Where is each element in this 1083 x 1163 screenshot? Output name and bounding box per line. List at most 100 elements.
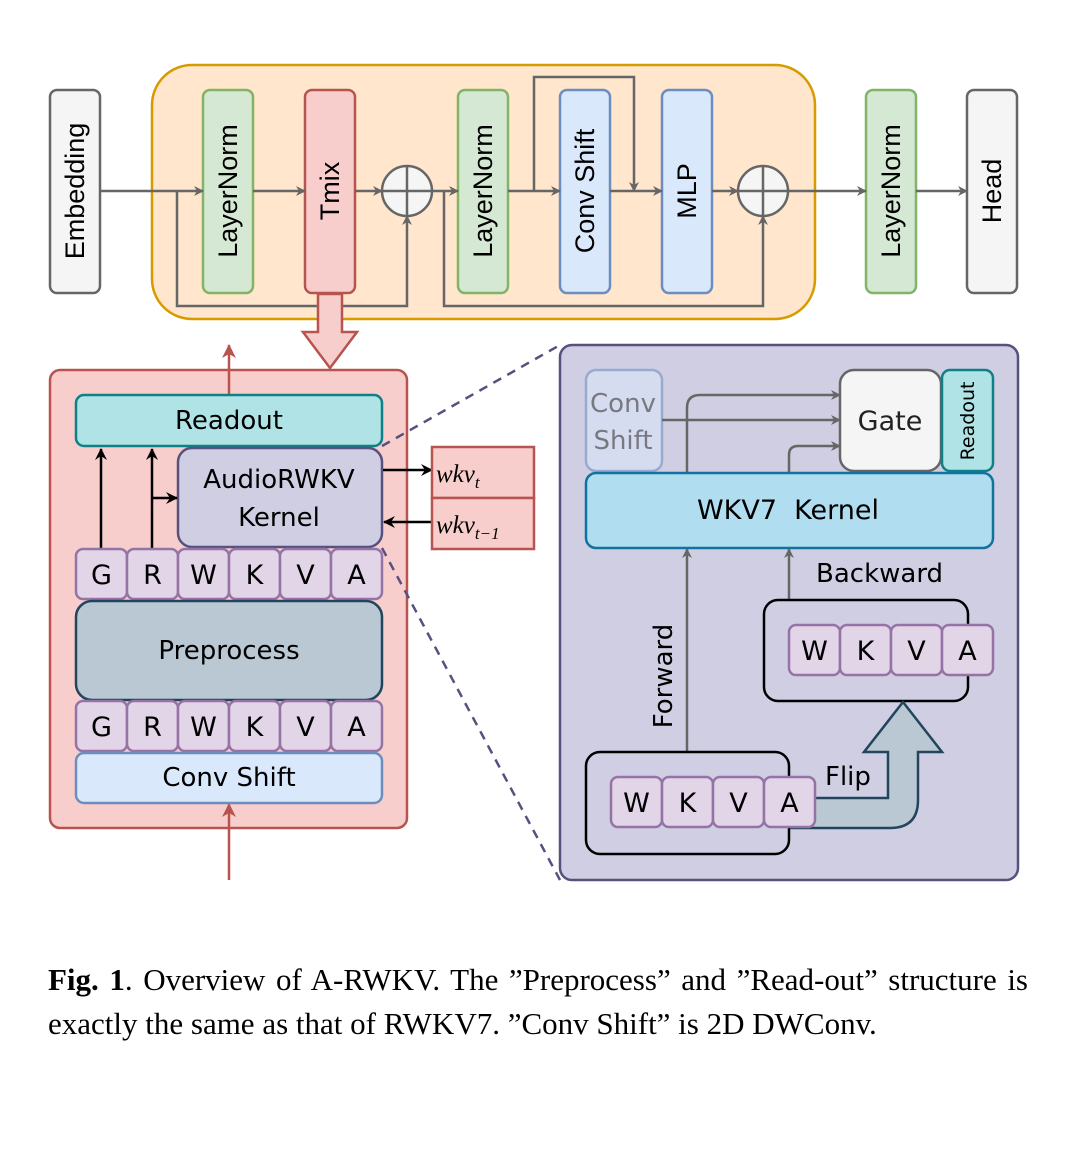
state-in-subscript: t−1 [475,524,500,543]
conv-shift-label: Conv Shift [570,128,600,253]
token-label: K [246,560,265,591]
state-out-label: wkv [436,461,476,488]
state-in-box: wkvt−1 [430,496,536,551]
svg-text:wkvt−1: wkvt−1 [436,512,500,543]
token-label: V [296,712,315,743]
layernorm-1-label: LayerNorm [213,124,243,258]
gate-label: Gate [858,406,923,437]
left-conv-shift-label: Conv Shift [162,763,295,793]
svg-text:wkvt: wkvt [436,461,481,492]
direction-connectors [682,548,794,752]
flip-arrow-icon [788,699,945,830]
conv-shift-box: Conv Shift [558,88,612,295]
token-a: A [329,547,384,601]
token-label: W [801,636,828,667]
backward-label: Backward [816,559,943,589]
figure-caption: Fig. 1. Overview of A-RWKV. The ”Preproc… [48,958,1028,1046]
token-w: W [176,547,231,601]
state-in-label: wkv [436,512,476,539]
right-conv-shift-box: Conv Shift [584,368,664,473]
tmix-box: Tmix [303,88,357,295]
kernel-label-line1: AudioRWKV [203,465,355,495]
flip-label: Flip [825,762,871,792]
token-label: V [296,560,315,591]
gate-box: Gate [838,368,943,473]
token-label: G [91,712,112,743]
left-black-connectors [95,448,433,548]
token-label: A [958,636,977,667]
head-box: Head [965,88,1019,295]
readout-box: Readout [74,393,384,448]
right-readout-label: Readout [957,382,979,461]
caption-text: . Overview of A-RWKV. The ”Preprocess” a… [48,962,1028,1041]
preprocess-box: Preprocess [74,599,384,702]
token-label: W [623,788,650,819]
expand-arrow-icon [300,292,360,371]
top-connectors [100,75,968,308]
layernorm-out-box: LayerNorm [864,88,918,295]
state-out-subscript: t [475,473,481,492]
audiorwkv-kernel-box: AudioRWKV Kernel [176,446,384,549]
token-label: A [347,712,366,743]
residual-add-1-icon [380,164,434,218]
preprocess-label: Preprocess [158,636,299,666]
state-out-box: wkvt [430,445,536,500]
right-conv-label-line1: Conv [590,389,656,419]
token-r: R [125,547,180,601]
token-r: R [125,699,180,753]
readout-label: Readout [175,406,283,436]
token-label: R [143,712,162,743]
zoom-dashed-lines [380,343,562,881]
token-label: V [729,788,748,819]
wkv7-kernel-box: WKV7 Kernel [584,471,995,550]
right-readout-box: Readout [940,368,995,473]
token-label: V [907,636,926,667]
token-a: A [940,623,995,677]
token-v: V [889,623,944,677]
token-label: W [190,712,217,743]
layernorm-out-label: LayerNorm [876,124,906,258]
token-label: R [143,560,162,591]
left-conv-shift-box: Conv Shift [74,751,384,805]
embedding-box: Embedding [48,88,102,295]
residual-add-2-icon [736,164,790,218]
architecture-diagram: Embedding LayerNorm Tmix LayerNorm Conv … [48,63,1020,882]
mlp-box: MLP [660,88,714,295]
wkv7-kernel-label: WKV7 Kernel [697,495,879,526]
layernorm-2-label: LayerNorm [468,124,498,258]
token-g: G [74,699,129,753]
token-label: K [857,636,876,667]
token-k: K [660,775,715,829]
token-a: A [762,775,817,829]
token-label: G [91,560,112,591]
head-label: Head [977,159,1007,224]
token-v: V [711,775,766,829]
token-label: A [347,560,366,591]
token-label: K [679,788,698,819]
kernel-label-line2: Kernel [238,503,320,533]
token-v: V [278,699,333,753]
token-a: A [329,699,384,753]
embedding-label: Embedding [60,123,90,260]
right-conv-label-line2: Shift [593,426,652,456]
gate-connectors [662,390,841,473]
token-v: V [278,547,333,601]
caption-label: Fig. 1 [48,962,125,997]
token-label: W [190,560,217,591]
token-g: G [74,547,129,601]
layernorm-1-box: LayerNorm [201,88,255,295]
forward-label: Forward [649,624,679,729]
token-w: W [176,699,231,753]
token-k: K [227,547,282,601]
layernorm-2-box: LayerNorm [456,88,510,295]
token-label: A [780,788,799,819]
mlp-label: MLP [672,163,702,219]
token-w: W [787,623,842,677]
tmix-label: Tmix [315,161,345,220]
token-label: K [246,712,265,743]
token-k: K [227,699,282,753]
